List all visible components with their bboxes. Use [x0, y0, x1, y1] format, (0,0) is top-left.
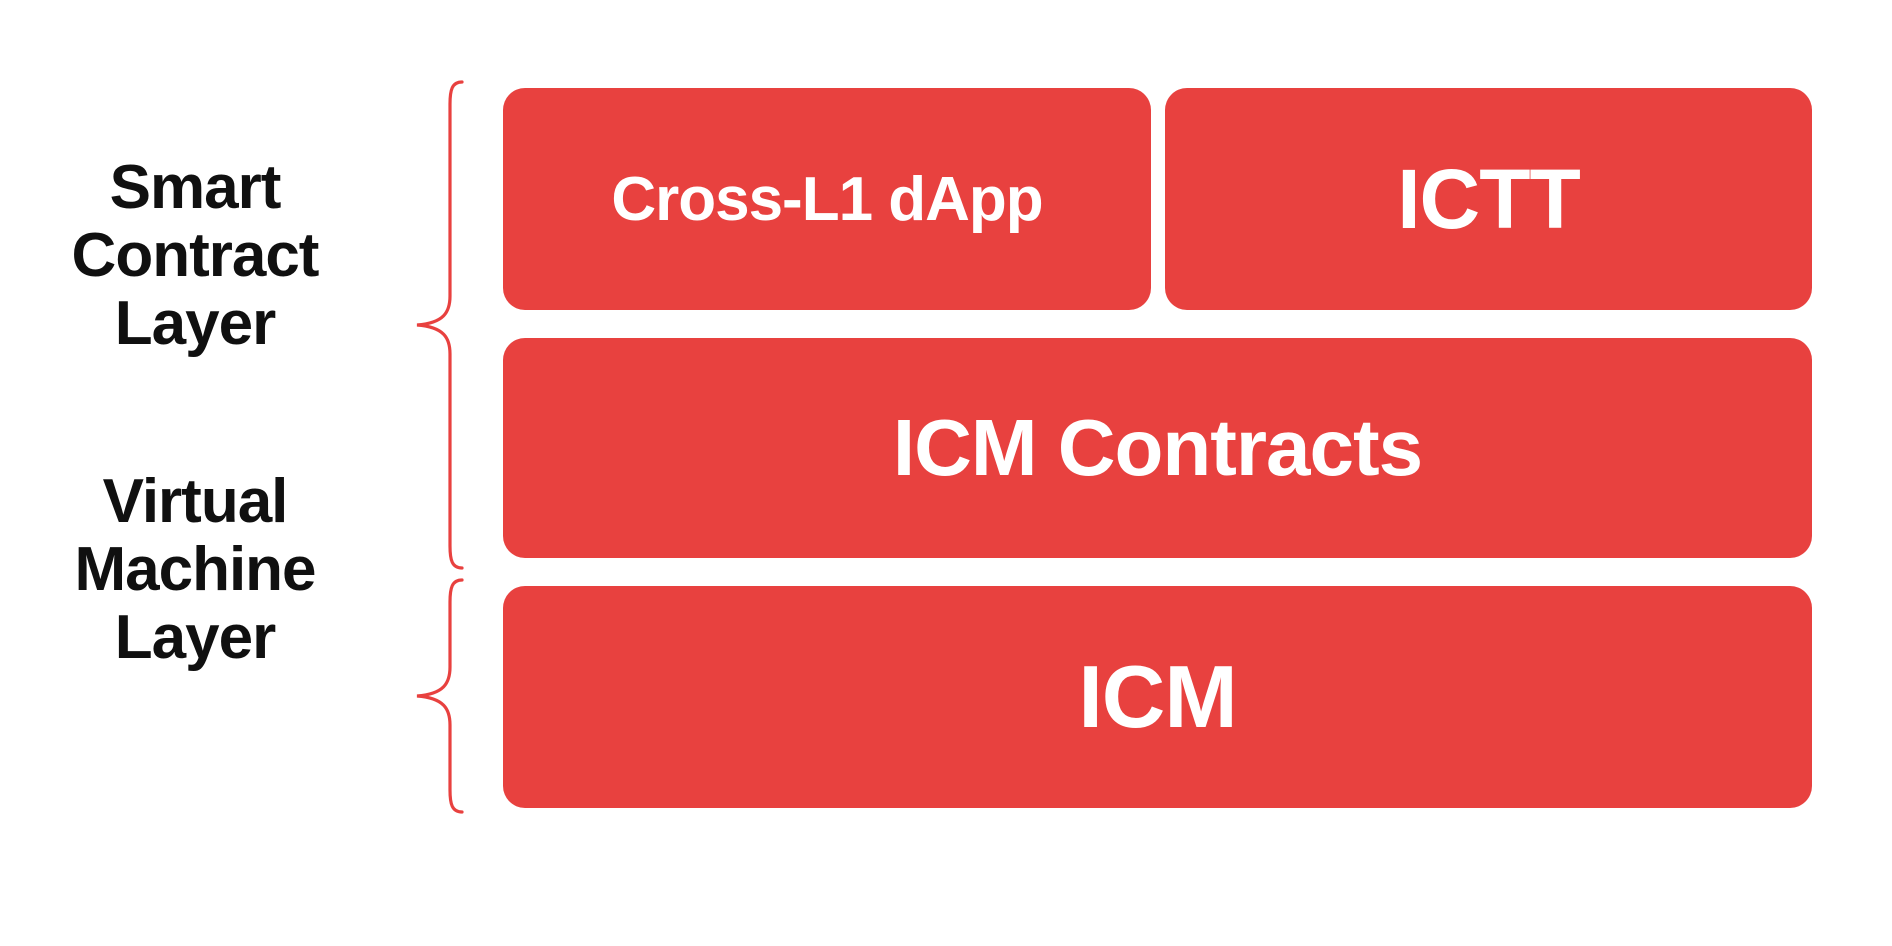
node-icm[interactable]: ICM: [503, 586, 1812, 808]
node-label-cross-l1-dapp: Cross-L1 dApp: [611, 164, 1043, 234]
node-ictt[interactable]: ICTT: [1165, 88, 1812, 310]
node-label-icm-contracts: ICM Contracts: [892, 403, 1423, 492]
node-label-ictt: ICTT: [1397, 151, 1581, 246]
node-cross-l1-dapp[interactable]: Cross-L1 dApp: [503, 88, 1151, 310]
brace-virtual-machine-icon: [416, 578, 464, 814]
brace-smart-contract-icon: [416, 80, 464, 570]
node-label-icm: ICM: [1078, 647, 1237, 746]
node-icm-contracts[interactable]: ICM Contracts: [503, 338, 1812, 558]
layer-label-virtual-machine: Virtual Machine Layer: [74, 467, 316, 672]
layer-label-smart-contract: Smart Contract Layer: [71, 153, 320, 358]
